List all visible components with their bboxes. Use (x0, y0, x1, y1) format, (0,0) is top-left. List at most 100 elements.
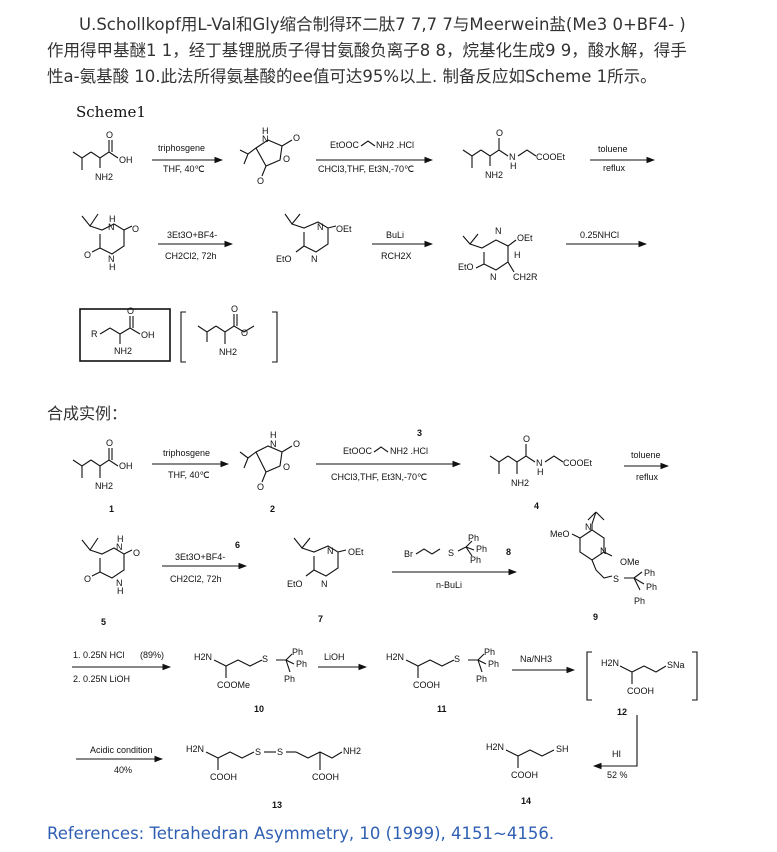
ex-dkp-n1: N (116, 542, 123, 552)
c10-ph3: Ph (284, 674, 295, 684)
c11-ph3: Ph (476, 674, 487, 684)
ex-ether-n2: N (321, 579, 328, 589)
val-nh2-label: NH2 (95, 172, 113, 182)
dkp-o1-label: O (132, 224, 139, 234)
c13-s2: S (277, 747, 283, 757)
dkp-h1-label: H (109, 214, 116, 224)
ex-dkp-o2: O (84, 574, 91, 584)
alkylated-structure: N OEt H EtO N CH2R (458, 226, 538, 282)
ex9-meo: MeO (550, 529, 570, 539)
ex-cond-5-bottom: n-BuLi (436, 580, 462, 590)
ex-amide-nh2: NH2 (511, 478, 529, 488)
nca-structure: H N O O O (239, 126, 300, 186)
c14-sh: SH (556, 744, 569, 754)
c13-h2n: H2N (186, 744, 204, 754)
dkp-h2-label: H (109, 262, 116, 272)
scheme-cond-2-bottom: CHCl3,THF, Et3N,-70℃ (318, 164, 414, 174)
nca-o2-label: O (283, 154, 290, 164)
ex-nca-h: H (270, 430, 277, 440)
c12-sna: SNa (667, 660, 685, 670)
ex-dkp-h1: H (117, 534, 124, 544)
ex-cond-10-bottom: 40% (114, 765, 132, 775)
ester-o1-label: O (231, 304, 238, 314)
ex-cond-6-line2: 2. 0.25N LiOH (73, 674, 130, 684)
ex-cond-2-num: 3 (417, 428, 422, 438)
ex-arrow-9 (596, 715, 638, 767)
ex-dkp-h2: H (117, 586, 124, 596)
ex-val-o: O (106, 438, 113, 448)
alk-n1-label: N (495, 226, 502, 236)
c10-coome: COOMe (217, 680, 250, 690)
ex9-n1: N (585, 522, 592, 532)
compound-label-5: 5 (101, 617, 106, 627)
ex-cond-5-ph2: Ph (476, 544, 487, 554)
ex-cond-4-bottom: CH2Cl2, 72h (170, 574, 222, 584)
ex-ether-n1: N (327, 546, 334, 556)
c10-ph2: Ph (296, 659, 307, 669)
ex-cond-7-top: LiOH (324, 652, 345, 662)
c13-nh2: NH2 (343, 746, 361, 756)
ex9-s: S (613, 574, 619, 584)
ex-val-nh2: NH2 (95, 481, 113, 491)
ex-nca-n: N (270, 439, 277, 449)
ex-cond-2-top-a: EtOOC (343, 446, 373, 456)
nca-n-label: N (262, 134, 269, 144)
c13-cooh1: COOH (210, 772, 237, 782)
c14-h2n: H2N (486, 742, 504, 752)
ex-cond-4-num: 6 (235, 540, 240, 550)
scheme-cond-3-top: toluene (598, 144, 628, 154)
ex-dkp-n2: N (116, 578, 123, 588)
ex-cond-1-bottom: THF, 40℃ (168, 470, 210, 480)
ex-compound-11: H2N S Ph Ph Ph COOH 11 (386, 647, 499, 714)
scheme-cond-3-bottom: reflux (603, 163, 626, 173)
ex9-ome: OMe (620, 557, 640, 567)
ex-valine: O OH NH2 1 (72, 438, 133, 514)
ex-compound-13: H2N S S NH2 COOH COOH 13 (186, 744, 361, 810)
ex9-ph1: Ph (644, 568, 655, 578)
dkp-structure: H N O O N H (81, 213, 139, 272)
compound-label-9: 9 (593, 612, 598, 622)
compound-label-10: 10 (254, 704, 264, 714)
amino-acid-product: R OH O NH2 (91, 306, 155, 356)
product-box (79, 308, 171, 362)
scheme-cond-2-top-a: EtOOC (330, 140, 360, 150)
ex-ether: N OEt EtO N 7 (287, 537, 364, 624)
ether-eto-label: EtO (276, 254, 292, 264)
ex9-ph2: Ph (646, 582, 657, 592)
references-link[interactable]: References: Tetrahedran Asymmetry, 10 (1… (47, 824, 555, 843)
ex-nca-o2: O (283, 462, 290, 472)
ex-amide-coo: COOEt (563, 458, 593, 468)
prod-r-label: R (91, 329, 98, 339)
alk-ch2r-label: CH2R (513, 272, 538, 282)
ex9-n2: N (600, 546, 607, 556)
c11-cooh: COOH (413, 680, 440, 690)
ex-amide: O N H COOEt NH2 4 (489, 434, 593, 511)
c10-s: S (262, 654, 268, 664)
ex-cond-3-top: toluene (631, 450, 661, 460)
ex-cond-5-num: 8 (506, 547, 511, 557)
ex9-ph3: Ph (634, 596, 645, 606)
ex-cond-2-bottom: CHCl3,THF, Et3N,-70℃ (331, 472, 427, 482)
valine-ester-product: O O NH2 (197, 304, 255, 357)
ex-compound-10: H2N S Ph Ph Ph COOMe 10 (194, 647, 307, 714)
scheme-title: Scheme1 (76, 103, 146, 121)
ex-dkp-o1: O (133, 548, 140, 558)
ex-nca-o1: O (293, 439, 300, 449)
intro-line-1: U.Schollkopf用L-Val和Gly缩合制得环二肽7 7,7 7与Mee… (79, 15, 686, 34)
compound-label-12: 12 (617, 707, 627, 717)
compound-label-7: 7 (318, 614, 323, 624)
c13-s1: S (255, 747, 261, 757)
ex-cond-1-top: triphosgene (163, 448, 210, 458)
compound-label-14: 14 (521, 796, 531, 806)
ether-oet-label: OEt (336, 224, 352, 234)
intro-line-2: 作用得甲基醚1 1，经丁基锂脱质子得甘氨酸负离子8 8，烷基化生成9 9，酸水解… (47, 41, 687, 60)
ether-n1-label: N (317, 222, 324, 232)
prod-o-label: O (127, 306, 134, 316)
alk-eto-label: EtO (458, 262, 474, 272)
ex-cond-2-top-b: NH2 .HCl (390, 446, 428, 456)
ex-cond-8-top: Na/NH3 (520, 654, 552, 664)
c11-s: S (454, 654, 460, 664)
ex-alkylated-9: MeO OMe N N S Ph Ph Ph 9 (550, 511, 657, 622)
compound-label-2: 2 (270, 504, 275, 514)
